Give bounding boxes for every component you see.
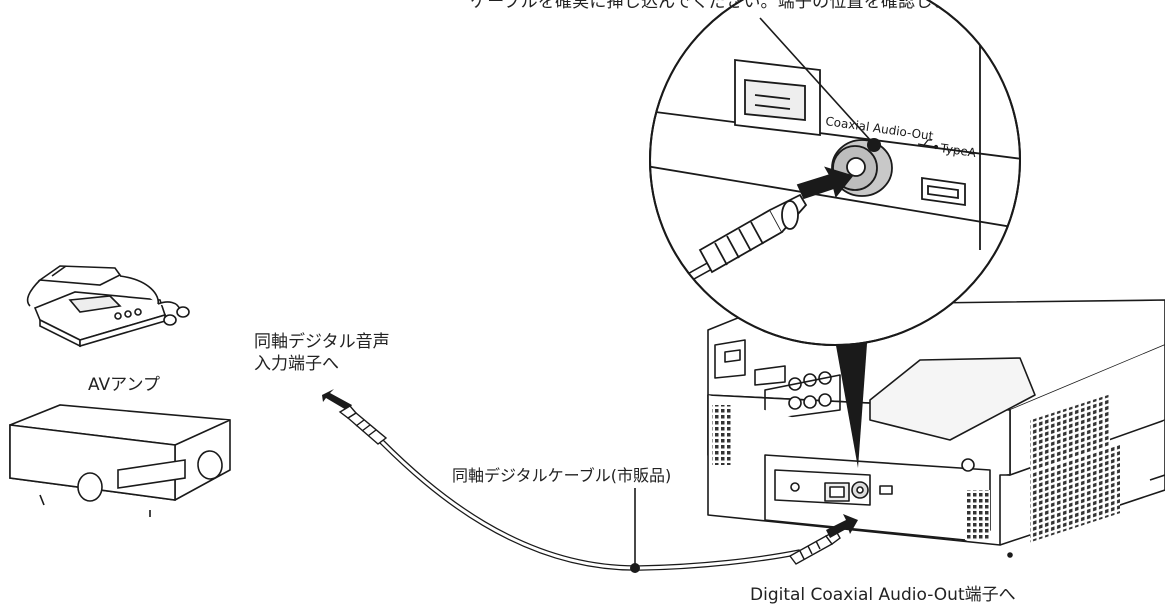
input-terminal-label: 同軸デジタル音声 入力端子へ (254, 331, 390, 375)
av-amplifier-icon (9, 404, 231, 517)
output-terminal-label: Digital Coaxial Audio-Out端子へ (750, 585, 1016, 605)
output-arrow-icon (826, 514, 858, 538)
usb-port-label: TypeA (939, 141, 978, 160)
cable-label: 同軸デジタルケーブル(市販品) (452, 466, 672, 485)
jack-callout-line (759, 17, 873, 143)
input-terminal-line2: 入力端子へ (254, 354, 339, 374)
coaxial-cable (378, 438, 801, 571)
input-arrow-icon (322, 389, 352, 411)
av-amp-label: AVアンプ (88, 375, 160, 395)
zoom-panel: Coaxial Audio-Out TypeA (649, 0, 1021, 346)
cable-plug-left (338, 405, 388, 445)
cable-callout-dot (630, 563, 640, 573)
portable-player-icon (26, 265, 190, 348)
input-terminal-line1: 同軸デジタル音声 (254, 332, 390, 352)
usb-icon (917, 139, 939, 150)
projector-icon (707, 299, 1165, 558)
top-caption: ケーブルを確実に挿し込んでください。端子の位置を確認し、 (470, 0, 950, 12)
jack-callout-dot (867, 138, 881, 152)
zoom-pointer-cone (835, 330, 868, 468)
